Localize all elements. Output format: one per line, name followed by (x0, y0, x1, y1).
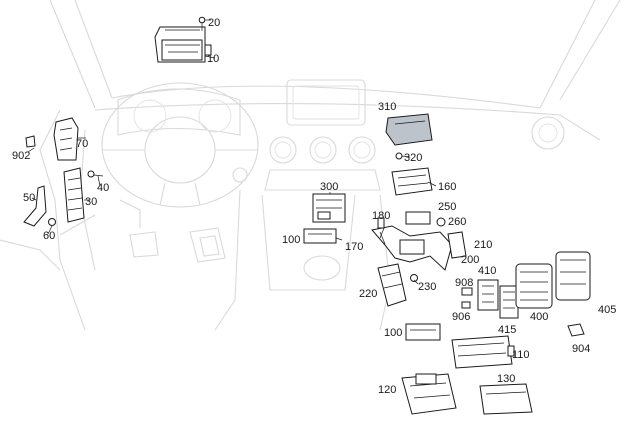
label-300: 300 (320, 181, 338, 193)
label-100-upper: 100 (282, 234, 300, 246)
label-400: 400 (530, 311, 548, 323)
label-902: 902 (12, 150, 30, 162)
label-220: 220 (359, 288, 377, 300)
part-70-module (53, 117, 79, 161)
label-405: 405 (598, 304, 616, 316)
part-908-relay (461, 287, 473, 296)
label-210: 210 (474, 239, 492, 251)
part-405-fuse-box (555, 251, 591, 301)
part-170-relay (377, 217, 385, 229)
part-210-bracket (447, 231, 467, 259)
part-30-module (63, 167, 85, 223)
label-200: 200 (461, 254, 479, 266)
label-20: 20 (208, 17, 220, 29)
part-160-module (391, 167, 433, 196)
part-130-module (479, 383, 533, 415)
label-100-lower: 100 (384, 327, 402, 339)
leader-lines (27, 19, 437, 285)
label-250: 250 (438, 201, 456, 213)
part-904-connector (567, 323, 585, 337)
label-30: 30 (85, 196, 97, 208)
label-410: 410 (478, 265, 496, 277)
part-110-module (451, 335, 515, 369)
label-230: 230 (418, 281, 436, 293)
part-902-bracket (25, 135, 36, 148)
part-60-clip (48, 218, 56, 226)
part-415-fuse-box (499, 285, 519, 319)
label-170: 170 (345, 241, 363, 253)
label-260: 260 (448, 216, 466, 228)
label-120: 120 (378, 384, 396, 396)
label-50: 50 (23, 192, 35, 204)
label-908: 908 (455, 277, 473, 289)
part-906-relay (461, 301, 471, 309)
label-40: 40 (97, 182, 109, 194)
part-10-module (154, 26, 212, 63)
label-10: 10 (207, 53, 219, 65)
part-40-screw (87, 170, 104, 178)
part-120-module (401, 373, 457, 415)
label-130: 130 (497, 373, 515, 385)
callout-numbers: 20 10 70 902 40 50 30 60 300 100 170 310… (12, 17, 616, 396)
part-300-module (312, 193, 346, 223)
part-260-clip (436, 217, 446, 227)
label-180: 180 (372, 210, 390, 222)
part-320-screw (395, 152, 411, 160)
part-50-bracket (23, 185, 47, 227)
part-100-module-lower (405, 323, 441, 341)
label-160: 160 (438, 181, 456, 193)
label-320: 320 (404, 152, 422, 164)
part-180-bracket-frame (371, 225, 453, 271)
part-20-screw (198, 16, 206, 31)
label-906: 906 (452, 311, 470, 323)
label-110: 110 (512, 349, 530, 361)
label-310: 310 (378, 101, 396, 113)
part-400-fuse-box (515, 263, 553, 309)
part-250-relay (405, 211, 431, 225)
label-904: 904 (572, 343, 590, 355)
part-230-clip (410, 274, 418, 282)
part-220-module (377, 263, 407, 307)
part-100-module-upper (303, 228, 337, 244)
label-415: 415 (498, 324, 516, 336)
label-60: 60 (43, 230, 55, 242)
label-70: 70 (76, 138, 88, 150)
part-310-cover (385, 113, 433, 146)
part-410-fuse-box (477, 279, 499, 311)
